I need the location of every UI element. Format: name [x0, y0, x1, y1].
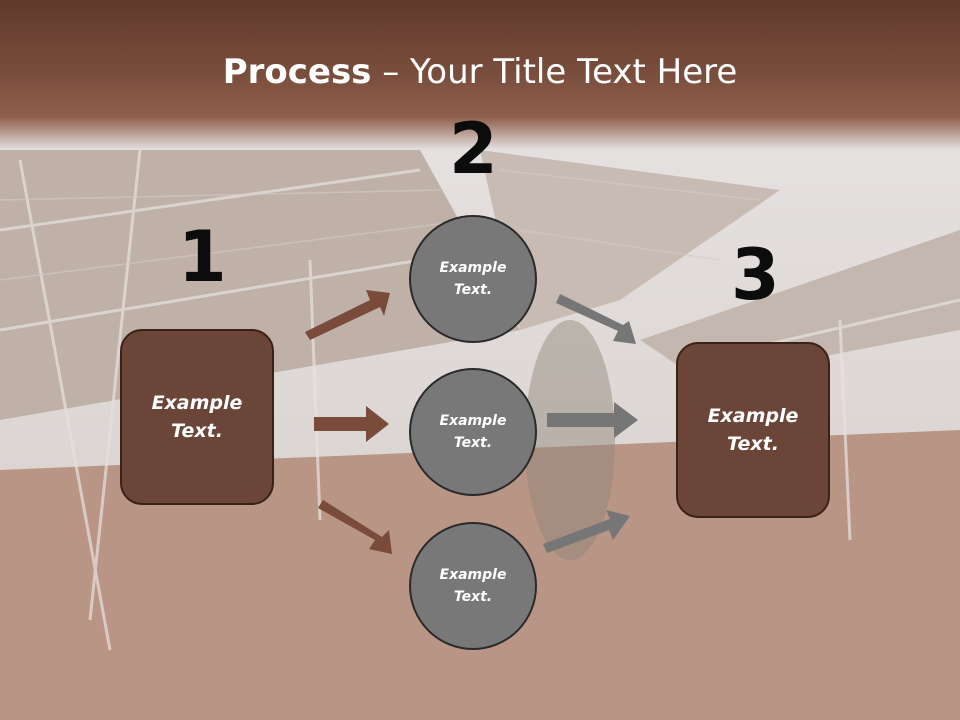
circle-top-text: Example Text.	[439, 259, 507, 298]
arrow-2-down-icon	[556, 294, 636, 344]
step-3-box: Example Text.	[676, 342, 830, 518]
arrow-1-up-icon	[305, 290, 390, 340]
arrow-1-down-icon	[318, 500, 392, 554]
step-2-circle-middle: Example Text.	[409, 368, 537, 496]
circle-middle-text: Example Text.	[439, 412, 507, 451]
page-title: Process – Your Title Text Here	[0, 52, 960, 92]
step-number-1: 1	[178, 216, 227, 298]
step-1-text: Example Text.	[151, 391, 243, 443]
arrow-2-up-icon	[543, 510, 630, 553]
step-2-circle-top: Example Text.	[409, 215, 537, 343]
arrow-2-right-icon	[547, 402, 638, 438]
arrow-1-right-icon	[314, 406, 389, 442]
step-1-box: Example Text.	[120, 329, 274, 505]
circle-bottom-text: Example Text.	[439, 566, 507, 605]
step-3-text: Example Text.	[707, 404, 799, 456]
step-number-2: 2	[449, 108, 498, 190]
step-number-3: 3	[731, 234, 780, 316]
title-rest: – Your Title Text Here	[371, 52, 738, 92]
step-2-circle-bottom: Example Text.	[409, 522, 537, 650]
title-bar	[0, 0, 960, 150]
title-bold: Process	[222, 52, 372, 92]
